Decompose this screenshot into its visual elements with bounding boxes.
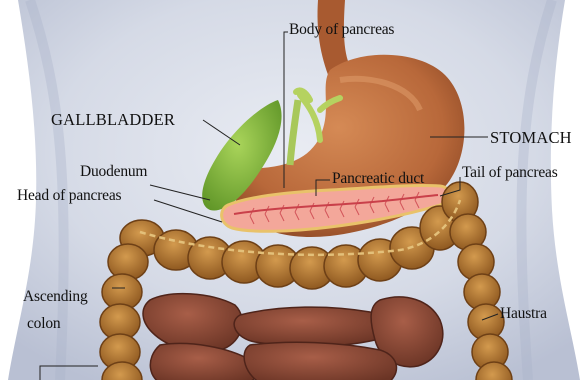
- label-duodenum: Duodenum: [80, 164, 147, 180]
- label-ascending: Ascending: [23, 289, 88, 305]
- label-colon: colon: [27, 316, 60, 332]
- label-gallbladder: GALLBLADDER: [51, 112, 175, 129]
- label-haustra: Haustra: [500, 306, 547, 322]
- label-pancreatic-duct: Pancreatic duct: [332, 171, 424, 187]
- label-tail-of-pancreas: Tail of pancreas: [462, 165, 558, 181]
- label-body-of-pancreas: Body of pancreas: [289, 22, 394, 38]
- label-head-of-pancreas: Head of pancreas: [17, 188, 121, 204]
- label-stomach: STOMACH: [490, 130, 572, 147]
